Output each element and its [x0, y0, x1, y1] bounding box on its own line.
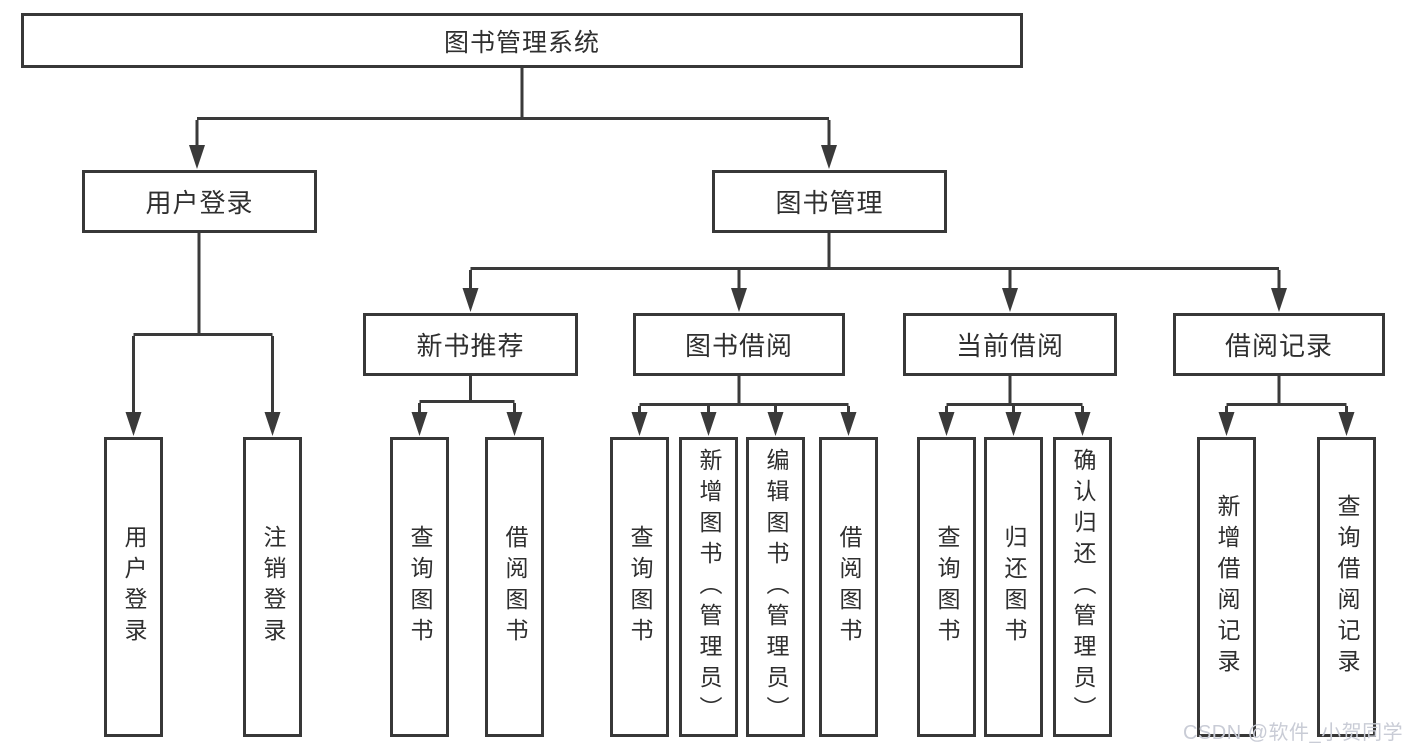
leaf-records-query-record: 查询借阅记录: [1317, 437, 1376, 737]
node-book-borrowing: 图书借阅: [633, 313, 845, 376]
leaf-recommend-query-books: 查询图书: [390, 437, 449, 737]
node-user-login: 用户登录: [82, 170, 317, 233]
leaf-user-login: 用户登录: [104, 437, 163, 737]
node-library-management-system: 图书管理系统: [21, 13, 1023, 68]
leaf-recommend-borrow-books: 借阅图书: [485, 437, 544, 737]
leaf-borrowing-edit-books-admin: 编辑图书（管理员）: [746, 437, 805, 737]
leaf-current-return-books: 归还图书: [984, 437, 1043, 737]
leaf-borrowing-borrow-books: 借阅图书: [819, 437, 878, 737]
node-borrowing-records: 借阅记录: [1173, 313, 1385, 376]
node-current-borrowing: 当前借阅: [903, 313, 1117, 376]
node-new-book-recommendation: 新书推荐: [363, 313, 578, 376]
csdn-watermark: CSDN @软件_小贺同学: [1183, 722, 1404, 744]
node-book-management: 图书管理: [712, 170, 947, 233]
leaf-current-confirm-return-admin: 确认归还（管理员）: [1053, 437, 1112, 737]
leaf-borrowing-query-books: 查询图书: [610, 437, 669, 737]
leaf-logout: 注销登录: [243, 437, 302, 737]
leaf-borrowing-add-books-admin: 新增图书（管理员）: [679, 437, 738, 737]
leaf-records-add-record: 新增借阅记录: [1197, 437, 1256, 737]
leaf-current-query-books: 查询图书: [917, 437, 976, 737]
